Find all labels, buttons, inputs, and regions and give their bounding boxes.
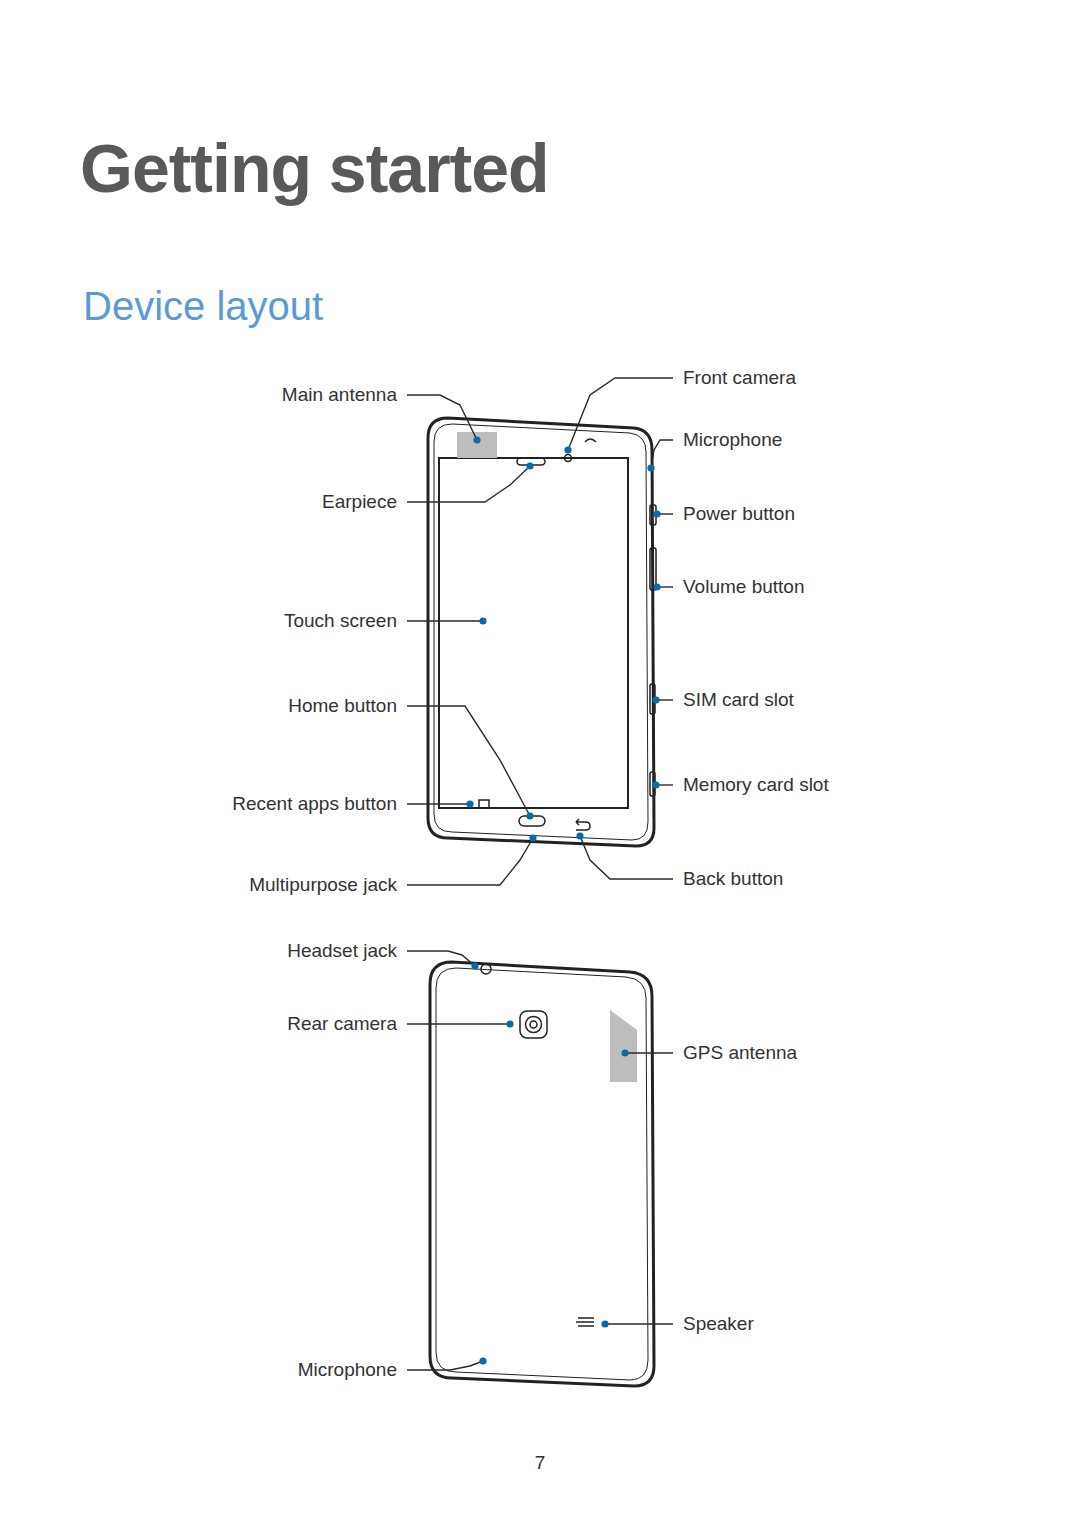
leader-dot [479, 1357, 486, 1364]
page-number: 7 [535, 1451, 546, 1475]
part-label: Home button [288, 694, 397, 718]
part-label: Recent apps button [232, 792, 397, 816]
part-label: Earpiece [322, 490, 397, 514]
leader-dot [466, 800, 473, 807]
leader-dot [479, 617, 486, 624]
volume-button [650, 548, 656, 590]
leader-dot [652, 696, 659, 703]
part-label: Main antenna [282, 383, 397, 407]
leader-dot [526, 462, 533, 469]
part-label: Power button [683, 502, 795, 526]
leader-dot [506, 1020, 513, 1027]
leader-dot [652, 781, 659, 788]
part-label: Back button [683, 867, 783, 891]
leader-dot [576, 832, 583, 839]
leader-dot [601, 1320, 608, 1327]
front-camera [565, 455, 572, 462]
main-antenna-area [457, 432, 497, 458]
part-label: Touch screen [284, 609, 397, 633]
leader-line [407, 1361, 483, 1370]
recent-apps-icon [479, 800, 489, 808]
leader-line [568, 378, 673, 450]
leader-line [407, 395, 477, 440]
headset-jack [481, 964, 491, 974]
leader-dot [647, 464, 654, 471]
leader-dot [621, 1049, 628, 1056]
leader-dot [529, 834, 536, 841]
part-label: SIM card slot [683, 688, 794, 712]
leader-line [605, 1323, 673, 1324]
touch-screen [439, 458, 628, 808]
device-front-bezel [434, 424, 648, 840]
part-label: Rear camera [287, 1012, 397, 1036]
device-back-edge [436, 968, 648, 1380]
gps-antenna-area [610, 1010, 637, 1082]
part-label: Volume button [683, 575, 804, 599]
back-icon [576, 819, 590, 830]
rear-camera-lens [526, 1017, 542, 1033]
leader-line [407, 466, 530, 502]
section-heading: Device layout [83, 282, 323, 330]
rear-camera-housing [520, 1011, 547, 1038]
leader-dot [653, 510, 660, 517]
part-label: Memory card slot [683, 773, 829, 797]
part-label: Front camera [683, 366, 796, 390]
leader-line [407, 706, 530, 816]
leader-dot [473, 436, 480, 443]
part-label: Headset jack [287, 939, 397, 963]
speaker-grille [576, 1318, 594, 1326]
leader-line [580, 836, 673, 879]
leader-dot [526, 812, 533, 819]
leader-line [407, 951, 475, 966]
leader-dot [471, 962, 478, 969]
leader-line [625, 1052, 673, 1053]
device-back-body [430, 962, 654, 1386]
part-label: Microphone [298, 1358, 397, 1382]
page-title: Getting started [80, 128, 549, 208]
part-label: GPS antenna [683, 1041, 797, 1065]
leader-dot [653, 583, 660, 590]
part-label: Multipurpose jack [249, 873, 397, 897]
rear-camera-inner [530, 1021, 537, 1028]
top-jack [585, 439, 596, 442]
device-front-body [428, 418, 654, 846]
leader-line [407, 620, 483, 621]
leader-line [651, 440, 673, 468]
part-label: Microphone [683, 428, 782, 452]
part-label: Speaker [683, 1312, 754, 1336]
leader-line [407, 1023, 510, 1024]
leader-line [407, 803, 470, 804]
leader-dot [564, 446, 571, 453]
leader-line [407, 838, 533, 885]
